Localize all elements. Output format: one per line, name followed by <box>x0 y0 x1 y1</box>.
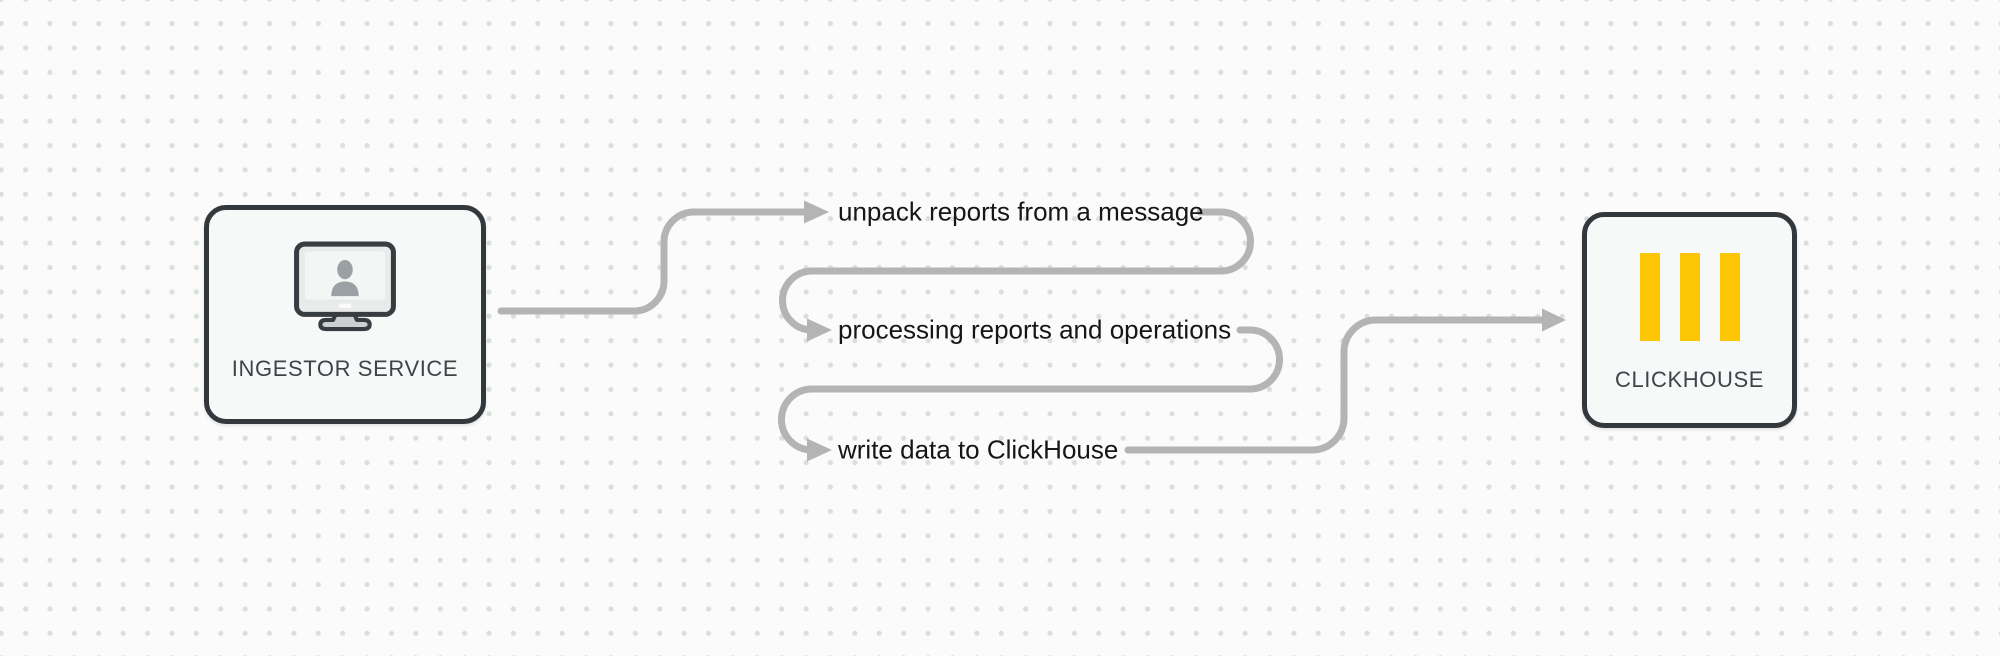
arrowhead-right-icon <box>807 318 832 342</box>
clickhouse-bars-logo <box>1639 253 1740 341</box>
clickhouse-logo-bar <box>1679 253 1700 341</box>
step-label-unpack-reports: unpack reports from a message <box>838 196 1204 227</box>
connector-ingestor-to-step1 <box>497 208 808 315</box>
clickhouse-node: CLICKHOUSE <box>1582 212 1797 428</box>
clickhouse-label: CLICKHOUSE <box>1614 367 1765 392</box>
arrowhead-right-icon <box>804 200 829 224</box>
monitor-user-icon <box>294 241 396 332</box>
clickhouse-logo-bar <box>1719 253 1740 341</box>
ingestor-service-label: INGESTOR SERVICE <box>231 356 459 381</box>
ingestor-service-node: INGESTOR SERVICE <box>204 205 486 424</box>
step-label-processing-reports: processing reports and operations <box>838 314 1232 345</box>
arrowhead-right-icon <box>1542 308 1566 332</box>
step-label-write-data: write data to ClickHouse <box>838 434 1119 465</box>
arrowhead-right-icon <box>807 438 832 462</box>
clickhouse-logo-bar <box>1639 253 1660 341</box>
connector-step1-to-step2 <box>779 208 1254 334</box>
connector-step2-to-step3 <box>778 326 1283 454</box>
